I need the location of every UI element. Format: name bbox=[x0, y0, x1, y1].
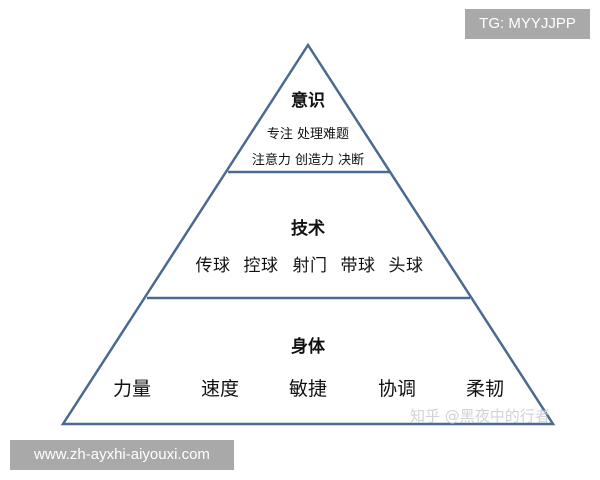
tg-badge: TG: MYYJJPP bbox=[465, 9, 590, 39]
body-item: 协调 bbox=[377, 378, 417, 400]
level-consciousness-line-2: 注意力 创造力 决断 bbox=[251, 153, 365, 168]
level-body-title: 身体 bbox=[291, 337, 325, 357]
body-item: 速度 bbox=[200, 378, 240, 400]
pyramid-triangle bbox=[60, 42, 556, 426]
level-consciousness-title: 意识 bbox=[291, 91, 325, 111]
technique-item: 控球 bbox=[243, 256, 279, 276]
technique-item: 传球 bbox=[195, 256, 231, 276]
technique-item: 带球 bbox=[340, 256, 376, 276]
level-consciousness-line-1: 专注 处理难题 bbox=[266, 127, 350, 142]
url-badge: www.zh-ayxhi-aiyouxi.com bbox=[10, 440, 234, 470]
body-item: 敏捷 bbox=[288, 378, 328, 400]
technique-item: 头球 bbox=[388, 256, 424, 276]
body-item: 力量 bbox=[112, 378, 152, 400]
zhihu-credit-watermark: 知乎 @黑夜中的行者 bbox=[410, 407, 550, 425]
level-technique-title: 技术 bbox=[291, 219, 325, 239]
technique-item: 射门 bbox=[292, 256, 328, 276]
body-item: 柔韧 bbox=[465, 378, 505, 400]
